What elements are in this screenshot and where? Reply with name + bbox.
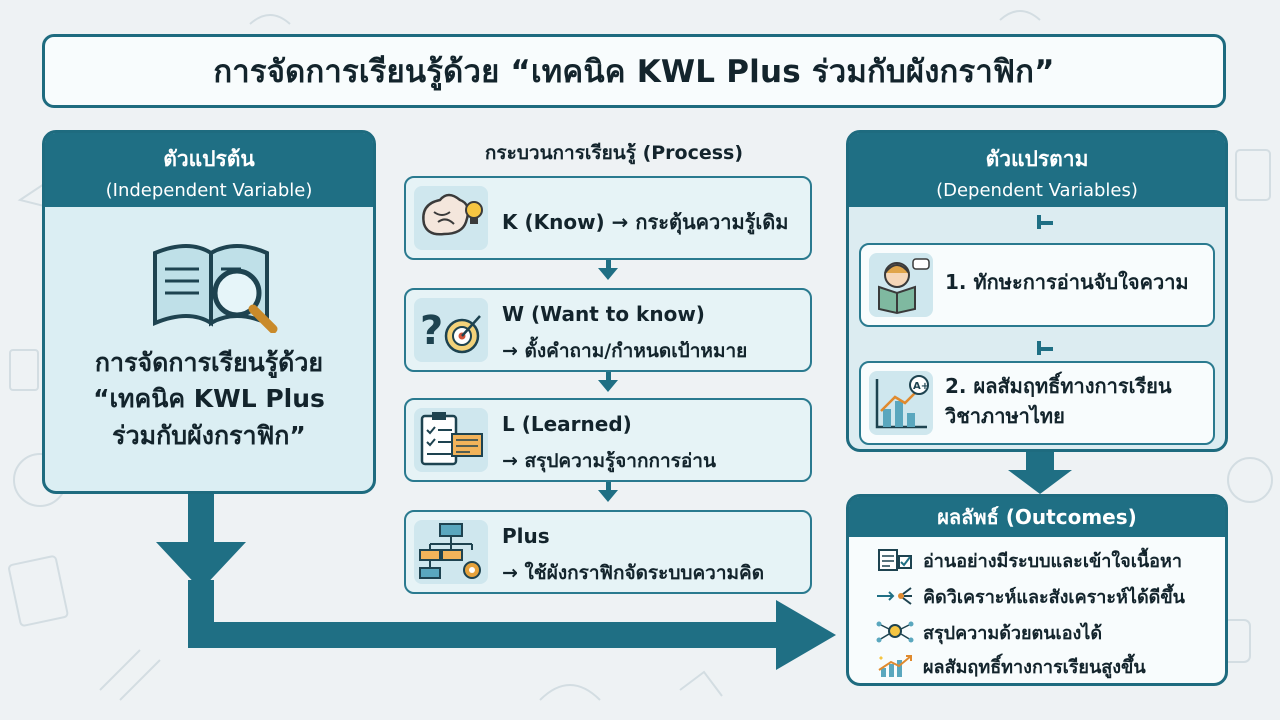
- dv-item1-text: 1. ทักษะการอ่านจับใจความ: [945, 270, 1189, 294]
- checklist-icon: [878, 549, 912, 571]
- dv-item2-text: 2. ผลสัมฤทธิ์ทางการเรียน วิชาภาษาไทย: [945, 371, 1172, 431]
- dv-to-outcomes-arrow: [1008, 448, 1072, 494]
- outcome-text: ผลสัมฤทธิ์ทางการเรียนสูงขึ้น: [923, 656, 1146, 678]
- step-k: K (Know) → กระตุ้นความรู้เดิม: [404, 176, 812, 260]
- step-w: ? W (Want to know) → ตั้งคำถาม/กำหนดเป้า…: [404, 288, 812, 372]
- achievement-chart-icon: A+: [869, 371, 933, 435]
- down-arrow: [598, 268, 618, 280]
- step-w-title: W (Want to know): [502, 302, 705, 326]
- down-arrow: [598, 490, 618, 502]
- svg-text:?: ?: [420, 308, 443, 354]
- book-magnifier-icon: [153, 244, 278, 333]
- page-title: การจัดการเรียนรู้ด้วย “เทคนิค KWL Plus ร…: [213, 54, 1055, 90]
- step-k-title: K (Know) → กระตุ้นความรู้เดิม: [502, 210, 789, 234]
- step-plus-title: Plus: [502, 524, 550, 548]
- process-heading: กระบวนการเรียนรู้ (Process): [484, 142, 744, 164]
- outcome-item: อ่านอย่างมีระบบและเข้าใจเนื้อหา: [875, 545, 1182, 575]
- outcome-text: อ่านอย่างมีระบบและเข้าใจเนื้อหา: [923, 550, 1182, 572]
- brain-lightbulb-icon: [414, 186, 488, 250]
- connector: [606, 372, 611, 382]
- analysis-arrows-icon: [877, 587, 912, 605]
- dependent-variables-panel: ตัวแปรตาม (Dependent Variables) 1. ทักษะ…: [846, 130, 1228, 452]
- svg-text:A+: A+: [913, 381, 929, 392]
- iv-header: ตัวแปรต้น (Independent Variable): [45, 133, 373, 207]
- outcome-item: ผลสัมฤทธิ์ทางการเรียนสูงขึ้น: [875, 651, 1146, 681]
- outcome-text: คิดวิเคราะห์และสังเคราะห์ได้ดีขึ้น: [923, 586, 1185, 608]
- outcomes-heading: ผลลัพธ์ (Outcomes): [849, 497, 1225, 537]
- idea-network-icon: [876, 621, 914, 643]
- bottom-connector: [188, 622, 778, 648]
- step-l-desc: → สรุปความรู้จากการอ่าน: [502, 450, 716, 472]
- outcome-item: คิดวิเคราะห์และสังเคราะห์ได้ดีขึ้น: [875, 581, 1185, 611]
- outcome-text: สรุปความด้วยตนเองได้: [923, 622, 1103, 644]
- to-outcomes-arrow: [776, 600, 836, 670]
- step-l-title: L (Learned): [502, 412, 632, 436]
- outcome-item: สรุปความด้วยตนเองได้: [875, 617, 1102, 647]
- connector-stem: [1037, 215, 1041, 229]
- iv-description: การจัดการเรียนรู้ด้วย “เทคนิค KWL Plus ร…: [45, 345, 373, 454]
- connector-tee: [1037, 221, 1053, 225]
- dv-heading: ตัวแปรตาม: [985, 147, 1089, 171]
- dv-header: ตัวแปรตาม (Dependent Variables): [849, 133, 1225, 207]
- connector-tee: [1037, 347, 1053, 351]
- iv-line3: ร่วมกับผังกราฟิก”: [112, 420, 306, 450]
- clipboard-notes-icon: [414, 408, 488, 472]
- dv-item-reading: 1. ทักษะการอ่านจับใจความ: [859, 243, 1215, 327]
- dv-item2-line1: 2. ผลสัมฤทธิ์ทางการเรียน: [945, 374, 1172, 398]
- connector: [606, 482, 611, 492]
- iv-line2: “เทคนิค KWL Plus: [93, 384, 325, 414]
- step-plus-desc: → ใช้ผังกราฟิกจัดระบบความคิด: [502, 562, 765, 584]
- dv-item2-line2: วิชาภาษาไทย: [945, 404, 1065, 428]
- title-box: การจัดการเรียนรู้ด้วย “เทคนิค KWL Plus ร…: [42, 34, 1226, 108]
- iv-line1: การจัดการเรียนรู้ด้วย: [94, 348, 324, 377]
- dv-item-achievement: A+ 2. ผลสัมฤทธิ์ทางการเรียน วิชาภาษาไทย: [859, 361, 1215, 445]
- connector-stem: [1037, 341, 1041, 355]
- dv-subheading: (Dependent Variables): [936, 180, 1138, 201]
- flowchart-gear-icon: [414, 520, 488, 584]
- down-arrow: [598, 380, 618, 392]
- iv-subheading: (Independent Variable): [105, 180, 313, 201]
- outcomes-panel: ผลลัพธ์ (Outcomes) อ่านอย่างมีระบบและเข้…: [846, 494, 1228, 686]
- question-target-icon: ?: [414, 298, 488, 362]
- step-l: L (Learned) → สรุปความรู้จากการอ่าน: [404, 398, 812, 482]
- iv-down-arrow: [156, 492, 246, 590]
- independent-variable-panel: ตัวแปรต้น (Independent Variable) การจัดก…: [42, 130, 376, 494]
- step-plus: Plus → ใช้ผังกราฟิกจัดระบบความคิด: [404, 510, 812, 594]
- step-w-desc: → ตั้งคำถาม/กำหนดเป้าหมาย: [502, 340, 748, 362]
- rising-chart-icon: [878, 655, 912, 677]
- student-reading-icon: [869, 253, 933, 317]
- iv-heading: ตัวแปรต้น: [163, 147, 255, 171]
- connector: [606, 260, 611, 270]
